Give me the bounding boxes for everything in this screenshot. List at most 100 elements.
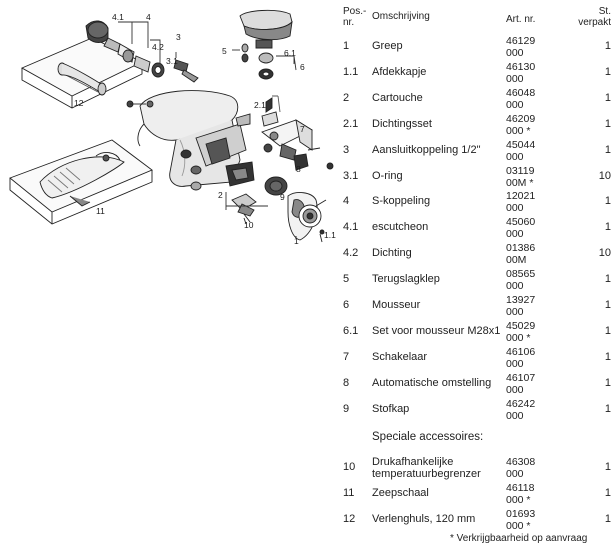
part-4-s-coupling [85, 20, 199, 83]
special-row-position: 12 [343, 512, 356, 525]
row-position: 1.1 [343, 65, 359, 78]
exploded-parts-diagram: 4.1 4 4.2 3 3.1 5 6.1 6 12 2.1 7 8 2 9 1… [9, 9, 336, 246]
row-description: S-koppeling [372, 195, 431, 208]
row-position: 8 [343, 376, 350, 389]
callout-2-1: 2.1 [254, 100, 266, 110]
row-article-suffix: 000 [506, 202, 524, 215]
special-row-description-line2: temperatuurbegrenzer [372, 467, 481, 480]
row-position: 4.1 [343, 221, 359, 234]
row-quantity: 1 [604, 40, 611, 52]
row-article-suffix: 00M [506, 254, 527, 267]
faucet-body [126, 90, 281, 191]
callout-4: 4 [146, 12, 151, 22]
row-article-number: 45044 [506, 138, 536, 151]
row-article-number: 46129 [506, 35, 536, 47]
row-article-suffix: 00M * [506, 176, 534, 189]
special-row-article-number: 01693 [506, 507, 536, 520]
part-7-switch [261, 119, 334, 171]
callout-12: 12 [74, 98, 84, 108]
row-quantity: 1 [604, 143, 611, 156]
row-description: Dichtingsset [372, 117, 432, 130]
row-article-number: 45060 [506, 216, 536, 229]
row-quantity: 10 [598, 247, 611, 260]
header-quantity: St. verpakt [578, 6, 611, 28]
row-article-suffix: 000 [506, 280, 524, 293]
row-quantity: 1 [604, 376, 611, 389]
row-position: 3 [343, 143, 350, 156]
header-description: Omschrijving [372, 11, 430, 22]
part-6-aerator [239, 9, 297, 80]
row-quantity: 1 [604, 299, 611, 311]
callout-2: 2 [218, 190, 223, 200]
row-article-suffix: 000 [506, 228, 524, 241]
row-article-number: 08565 [506, 268, 536, 281]
row-position: 6.1 [343, 324, 359, 337]
row-article-suffix: 000 [506, 72, 524, 85]
parts-list-table: Pos.- nr. Omschrijving Art. nr. St. verp… [338, 0, 616, 550]
row-article-number: 46107 [506, 371, 536, 384]
row-quantity: 1 [604, 324, 611, 337]
row-article-number: 01386 [506, 242, 536, 255]
row-article-number: 46242 [506, 397, 536, 410]
part-5-check-valve [232, 43, 249, 63]
special-row-article-number: 46308 [506, 455, 536, 468]
special-row-quantity: 1 [604, 512, 611, 525]
row-article-suffix: 000 [506, 409, 524, 422]
row-article-suffix: 000 [506, 47, 524, 59]
row-quantity: 1 [604, 195, 611, 208]
callout-4-2: 4.2 [152, 42, 164, 52]
row-quantity: 10 [598, 169, 611, 182]
row-quantity: 1 [604, 402, 611, 415]
row-article-number: 46048 [506, 86, 536, 99]
row-description: escutcheon [372, 221, 429, 234]
row-article-suffix: 000 [506, 357, 524, 370]
row-position: 4 [343, 195, 350, 208]
row-quantity: 1 [604, 117, 611, 130]
callout-11: 11 [96, 206, 105, 216]
special-row-article-suffix: 000 * [506, 493, 531, 506]
row-position: 7 [343, 350, 350, 363]
row-position: 5 [343, 273, 350, 286]
special-row-description: Verlenghuls, 120 mm [372, 512, 476, 525]
row-article-suffix: 000 [506, 383, 524, 396]
special-accessories-heading: Speciale accessoires: [372, 430, 484, 443]
special-row-article-suffix: 000 [506, 467, 524, 480]
special-row-quantity: 1 [604, 486, 611, 499]
row-article-number: 12021 [506, 190, 536, 203]
part-1-handle [287, 192, 327, 243]
row-description: Automatische omstelling [372, 376, 492, 389]
special-row-position: 10 [343, 460, 356, 473]
availability-footnote: * Verkrijgbaarheid op aanvraag [450, 532, 588, 544]
part-9-dust-cap [264, 176, 299, 199]
row-description: Stofkap [372, 402, 410, 415]
part-11-soap-dish [9, 139, 153, 225]
row-quantity: 1 [604, 273, 611, 286]
row-article-number: 13927 [506, 294, 536, 306]
callout-4-1: 4.1 [112, 12, 124, 22]
row-article-suffix: 000 * [506, 124, 531, 137]
row-description: O-ring [372, 169, 403, 182]
row-article-suffix: 000 [506, 150, 524, 163]
callout-7: 7 [300, 124, 305, 134]
callout-6: 6 [300, 62, 305, 72]
row-quantity: 1 [604, 350, 611, 363]
row-position: 6 [343, 299, 350, 311]
row-description: Set voor mousseur M28x1 [372, 324, 501, 337]
part-10-temperature-limiter [231, 193, 257, 223]
row-position: 9 [343, 402, 350, 415]
row-article-suffix: 000 [506, 306, 524, 318]
row-description: Mousseur [372, 299, 421, 311]
row-article-suffix: 000 * [506, 331, 531, 344]
row-description: Terugslagklep [372, 273, 440, 286]
row-article-number: 03119 [506, 164, 535, 177]
callout-8: 8 [296, 164, 301, 174]
row-article-number: 46106 [506, 345, 536, 358]
header-pos: Pos.- nr. [343, 6, 367, 28]
callout-1: 1 [294, 236, 299, 246]
row-quantity: 1 [604, 221, 611, 234]
row-position: 4.2 [343, 247, 359, 260]
special-row-description: Drukafhankelijke [372, 455, 454, 468]
row-position: 2.1 [343, 117, 359, 130]
callout-1-1: 1.1 [324, 230, 336, 240]
part-12-extension-sleeve [20, 37, 144, 109]
